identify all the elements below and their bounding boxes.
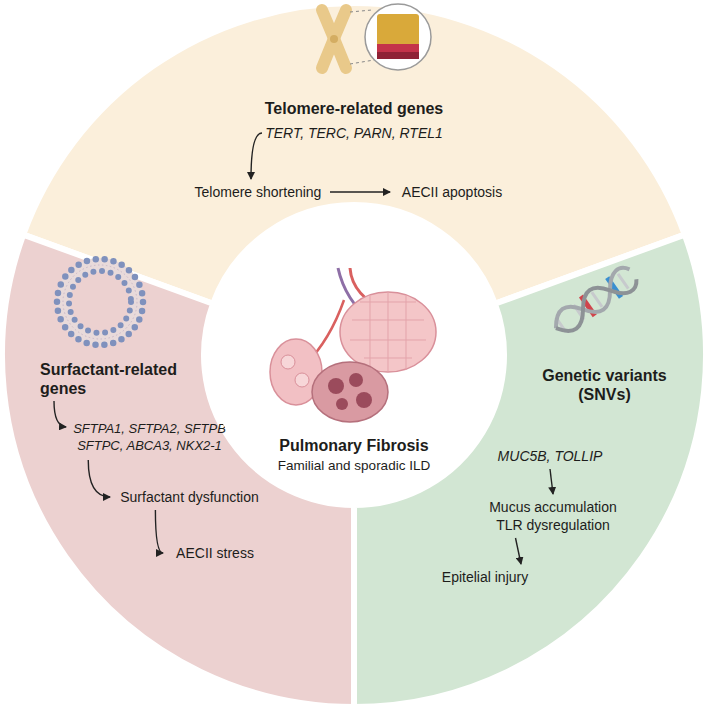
shape-fill [354, 235, 706, 707]
sector-heading: Genetic variants (SNVs) [532, 366, 677, 404]
process-label: AECII stress [165, 542, 265, 564]
flow-arrow [155, 510, 163, 553]
process-label: AECII apoptosis [392, 181, 512, 203]
flow-arrow [550, 469, 553, 494]
step-text: AECII stress [176, 544, 254, 562]
center-title: Pulmonary Fibrosis [254, 436, 454, 455]
process-label: Surfactant dysfunction [112, 486, 267, 508]
sector-outline [352, 232, 709, 710]
sector-heading: Surfactant-related genes [40, 360, 200, 398]
gene-list: SFTPA1, SFTPA2, SFTPB SFTPC, ABCA3, NKX2… [62, 421, 237, 455]
gene-list-node: TERT, TERC, PARN, RTEL1 [264, 122, 444, 144]
step-text: AECII apoptosis [402, 183, 502, 201]
shape-fill [206, 207, 502, 503]
step-text: Telomere shortening [195, 183, 322, 201]
step-text: Surfactant dysfunction [120, 488, 259, 506]
flow-arrow [251, 133, 262, 179]
step-text: Mucus accumulation TLR dysregulation [478, 498, 628, 534]
category-sector: Genetic variants (SNVs) MUC5B, TOLLIP Mucu… [352, 232, 709, 710]
flow-arrow [330, 191, 390, 192]
step-text: Epitelial injury [442, 568, 528, 586]
process-label: Mucus accumulation TLR dysregulation [478, 496, 628, 536]
gene-list-node: SFTPA1, SFTPA2, SFTPB SFTPC, ABCA3, NKX2… [62, 418, 237, 458]
gene-list: MUC5B, TOLLIP [498, 447, 603, 465]
process-label: Telomere shortening [188, 181, 328, 203]
center-circle: Pulmonary FibrosisFamilial and sporadic … [206, 207, 502, 503]
center-subtitle: Familial and sporadic ILD [234, 458, 474, 474]
process-label: Epitelial injury [425, 566, 545, 588]
gene-list: TERT, TERC, PARN, RTEL1 [265, 124, 443, 142]
gene-list-node: MUC5B, TOLLIP [490, 445, 610, 467]
flow-arrow [516, 538, 522, 564]
flow-arrow [88, 460, 110, 497]
sector-heading: Telomere-related genes [224, 99, 484, 118]
